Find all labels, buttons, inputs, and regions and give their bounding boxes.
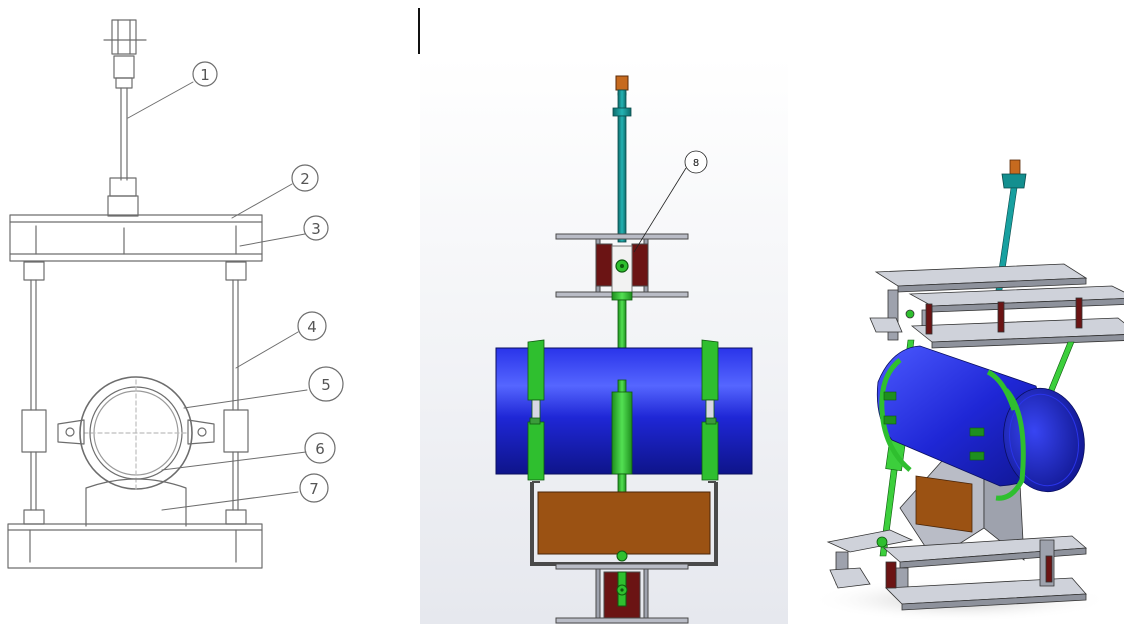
iso-top-beams xyxy=(869,263,1124,349)
iso-pipe xyxy=(876,345,1085,493)
cad-front-view: 8 xyxy=(420,56,788,624)
callout-2: 2 xyxy=(300,170,310,188)
pencil-sketch: 1 2 3 4 5 6 7 xyxy=(7,19,344,569)
cad-isometric-view xyxy=(810,159,1124,622)
pencil-sketch-panel: 1 2 3 4 5 6 7 xyxy=(0,0,400,624)
top-lug xyxy=(615,75,629,91)
sketch-side-rod-left xyxy=(21,261,47,525)
iso-pipe-clamps xyxy=(879,358,1026,501)
saddle-support xyxy=(530,481,718,566)
callout-4: 4 xyxy=(307,318,317,336)
sketch-hanger-rod xyxy=(107,87,139,217)
callout-8-leader xyxy=(633,167,687,253)
pipe-clamp-right xyxy=(701,339,719,481)
sketch-top-beam xyxy=(9,214,263,262)
sketch-leader-lines xyxy=(127,81,308,511)
turnbuckle xyxy=(611,391,633,475)
callout-1: 1 xyxy=(200,66,210,84)
sketch-base-beam xyxy=(7,523,263,569)
panel-divider xyxy=(418,8,420,54)
pipe-clamp-left xyxy=(527,339,545,481)
iso-base-beams xyxy=(826,529,1087,611)
sketch-side-rod-right xyxy=(223,261,249,525)
sketch-saddle xyxy=(85,478,187,527)
sketch-pipe-clamp xyxy=(57,376,215,491)
iso-clamp-bolts xyxy=(883,391,985,461)
callout-5: 5 xyxy=(321,376,331,394)
callout-8: 8 xyxy=(693,158,699,169)
callout-7: 7 xyxy=(309,480,319,498)
hanger-rod xyxy=(617,115,627,243)
callout-3: 3 xyxy=(311,220,321,238)
callout-6: 6 xyxy=(315,440,325,458)
sketch-top-clevis xyxy=(103,19,147,89)
callout-8-circle xyxy=(684,150,708,174)
cad-isometric-view-panel xyxy=(800,0,1124,624)
cad-front-view-panel: 8 xyxy=(420,56,788,624)
